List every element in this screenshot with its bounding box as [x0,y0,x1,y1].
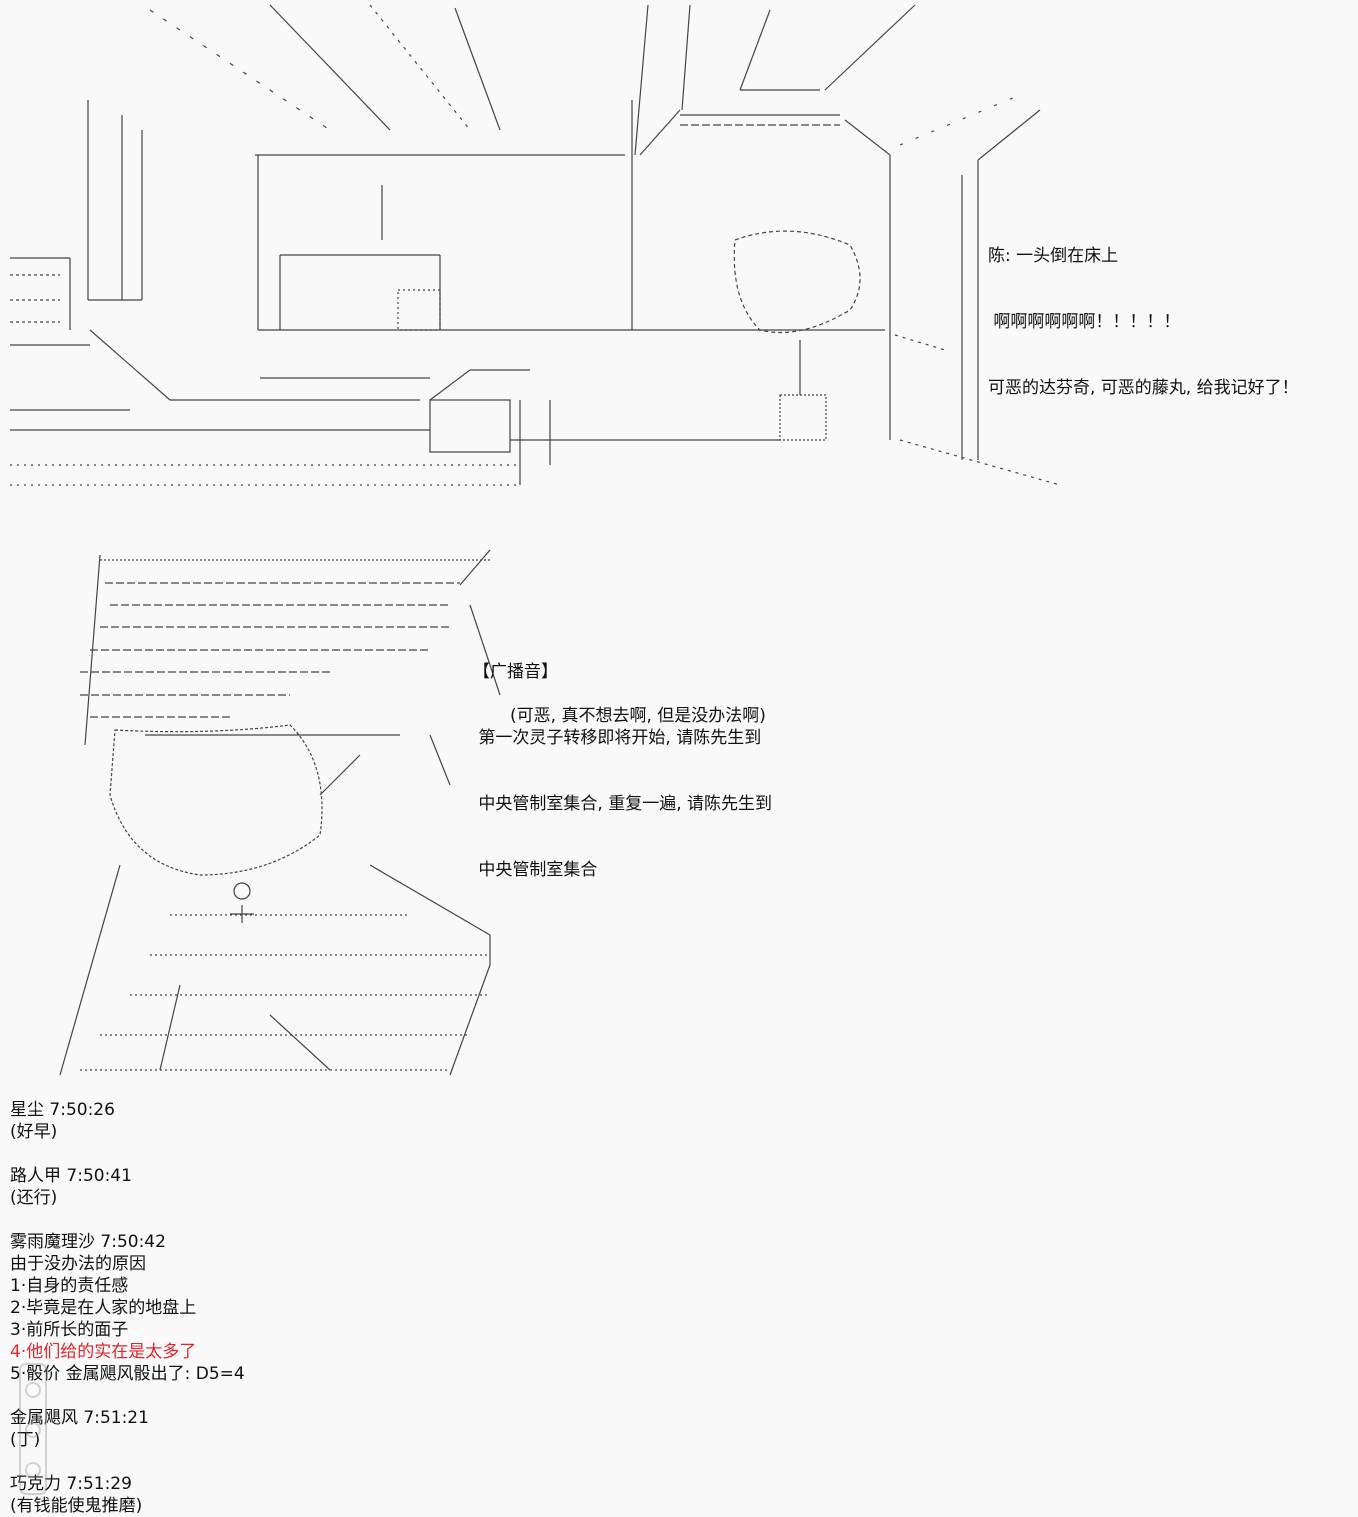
chat-time: 7:50:26 [49,1100,115,1120]
room-dialogue-line: 陈: 一头倒在床上 [988,246,1119,266]
inner-monologue: (可恶, 真不想去啊, 但是没办法啊) [510,706,766,726]
broadcast-line: 第一次灵子转移即将开始, 请陈先生到 [473,728,762,748]
chat-message: (好早) [10,1122,58,1142]
chat-message: 5·骰价 金属飓风骰出了: D5=4 [10,1364,245,1384]
chat-user: 路人甲 [10,1166,61,1186]
chat-message: (有钱能使鬼推磨) [10,1496,143,1516]
chat-time: 7:51:29 [66,1474,132,1494]
chat-message: 1·自身的责任感 [10,1276,129,1296]
broadcast-text: 【广播音】 第一次灵子转移即将开始, 请陈先生到 中央管制室集合, 重复一遍, … [473,617,772,903]
chat-time: 7:50:42 [100,1232,166,1252]
room-scene-art [0,0,1358,525]
character-art [30,545,510,1085]
broadcast-line: 【广播音】 [473,662,558,682]
room-dialogue: 陈: 一头倒在床上 啊啊啊啊啊啊！！！！！ 可恶的达芬奇, 可恶的藤丸, 给我记… [988,201,1299,421]
chat-user: 雾雨魔理沙 [10,1232,95,1252]
chat-user: 星尘 [10,1100,44,1120]
chat-message: (丁) [10,1430,41,1450]
chat-header: 星尘 7:50:26 [10,1099,410,1121]
chat-time: 7:50:41 [66,1166,132,1186]
chat-log: 星尘 7:50:26 (好早) 路人甲 7:50:41 (还行) 雾雨魔理沙 7… [10,1099,410,1517]
chat-message: 3·前所长的面子 [10,1320,129,1340]
chat-header: 金属飓风 7:51:21 [10,1407,410,1429]
room-dialogue-line: 可恶的达芬奇, 可恶的藤丸, 给我记好了！ [988,378,1299,398]
chat-header: 路人甲 7:50:41 [10,1165,410,1187]
chat-header: 雾雨魔理沙 7:50:42 [10,1231,410,1253]
chat-time: 7:51:21 [83,1408,149,1428]
chat-user: 金属飓风 [10,1408,78,1428]
broadcast-line: 中央管制室集合, 重复一遍, 请陈先生到 [473,794,773,814]
room-dialogue-line: 啊啊啊啊啊啊！！！！！ [988,312,1181,332]
chat-user: 巧克力 [10,1474,61,1494]
chat-message-highlight: 4·他们给的实在是太多了 [10,1342,197,1362]
chat-message: (还行) [10,1188,58,1208]
broadcast-line: 中央管制室集合 [473,860,598,880]
chat-message: 由于没办法的原因 [10,1254,146,1274]
chat-header: 巧克力 7:51:29 [10,1473,410,1495]
chat-message: 2·毕竟是在人家的地盘上 [10,1298,197,1318]
